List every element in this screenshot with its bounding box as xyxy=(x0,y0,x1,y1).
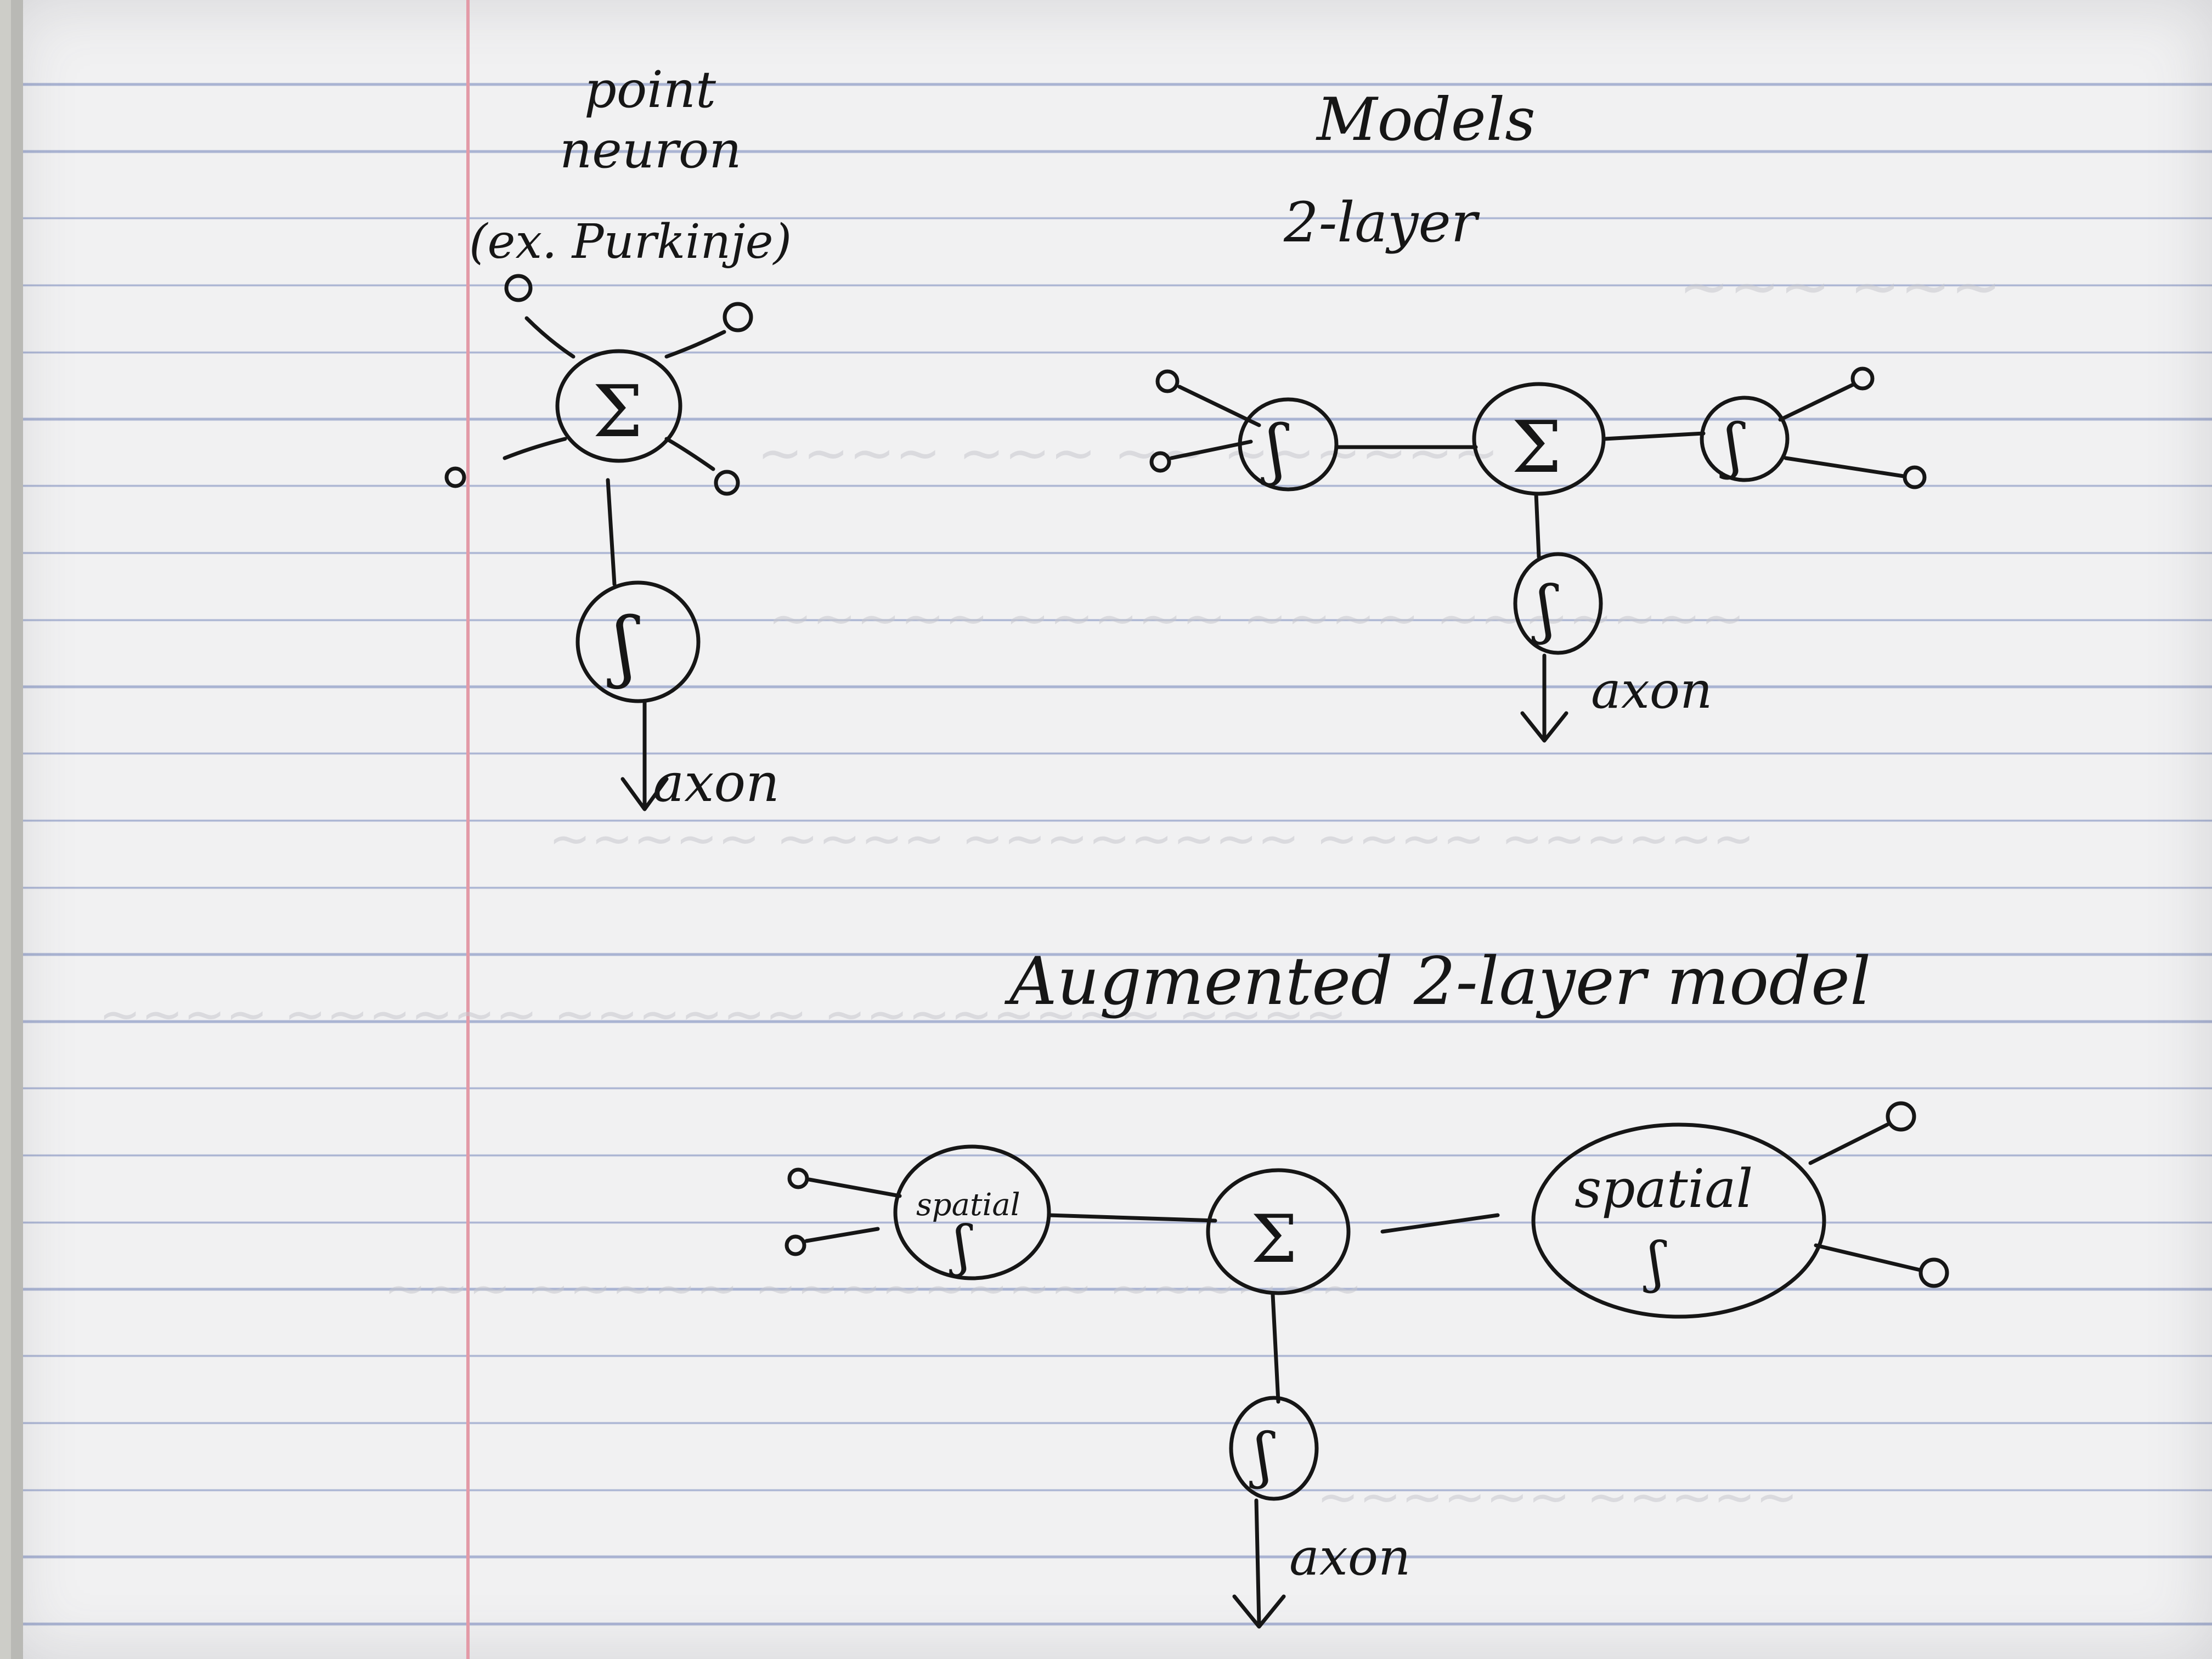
input-terminal xyxy=(723,302,753,332)
input-terminal xyxy=(1149,451,1171,473)
branch-connector xyxy=(1380,1213,1500,1234)
point-neuron-title-line2: neuron xyxy=(560,121,742,179)
two-layer-title: 2-layer xyxy=(1283,190,1480,255)
dendrite xyxy=(524,316,575,359)
dendrite xyxy=(503,437,567,460)
input-terminal xyxy=(504,274,533,302)
svg-text:~~~ ~~~~~ ~~~~~~~~ ~~~~~~: ~~~ ~~~~~ ~~~~~~~~ ~~~~~~ xyxy=(384,1259,1363,1318)
axon-stem xyxy=(1534,492,1541,559)
svg-text:~~~ ~~~: ~~~ ~~~ xyxy=(1679,251,2001,321)
soma-summation-node xyxy=(1206,1168,1351,1295)
output-nonlinearity-node xyxy=(1229,1396,1319,1501)
svg-text:~~~~~~ ~~~~~: ~~~~~~ ~~~~~ xyxy=(1317,1468,1798,1526)
axon-label: axon xyxy=(1591,661,1712,720)
input-terminal xyxy=(1903,465,1927,489)
input-terminal xyxy=(785,1234,806,1256)
models-title: Models xyxy=(1316,86,1536,154)
axon-arrowhead xyxy=(1232,1594,1286,1629)
sum-symbol: Σ xyxy=(592,370,643,453)
dendrite xyxy=(664,437,715,471)
branch-nonlinearity-node xyxy=(1238,397,1339,492)
bleed-through-marks: ~~~ ~~~ ~~~~ ~~~ ~~ ~~~~~~ ~~~~~ ~~~~~ ~… xyxy=(99,251,2001,1526)
branch-connector xyxy=(1602,431,1706,441)
branch-connector xyxy=(1047,1213,1217,1223)
output-nonlinearity-node xyxy=(575,580,701,703)
augmented-title: Augmented 2-layer model xyxy=(1004,944,1871,1020)
dendrite xyxy=(807,1177,902,1198)
point-neuron-diagram: point neuron (ex. Purkinje) Σ ʃ axon xyxy=(444,60,792,814)
point-neuron-title-line3: (ex. Purkinje) xyxy=(469,215,792,269)
input-terminal xyxy=(1918,1257,1949,1288)
dendrite xyxy=(1808,1122,1889,1165)
soma-summation-node xyxy=(555,349,682,463)
point-neuron-title-line1: point xyxy=(584,60,716,119)
output-nonlinearity-node xyxy=(1513,552,1603,655)
dendrite xyxy=(804,1227,880,1243)
axon-stem xyxy=(606,478,617,586)
nonlinearity-symbol: ʃ xyxy=(607,601,640,691)
svg-text:~~~~ ~~~ ~~ ~~~~~~: ~~~~ ~~~ ~~ ~~~~~~ xyxy=(757,421,1499,485)
svg-text:~~~~~ ~~~~~ ~~~~ ~~~~~~~: ~~~~~ ~~~~~ ~~~~ ~~~~~~~ xyxy=(768,588,1745,649)
dendrite xyxy=(1784,456,1906,478)
branch-nonlinearity-node xyxy=(1700,396,1790,482)
svg-text:~~~~~ ~~~~ ~~~~~~~~ ~~~~ ~~~~~: ~~~~~ ~~~~ ~~~~~~~~ ~~~~ ~~~~~~ xyxy=(549,809,1754,868)
page-edge xyxy=(11,0,23,1659)
spatial-node-left xyxy=(893,1144,1051,1280)
input-terminal xyxy=(1850,366,1875,391)
dendrite xyxy=(1814,1243,1922,1272)
margin-line xyxy=(466,0,470,1659)
axon xyxy=(1254,1498,1261,1626)
input-terminal xyxy=(1886,1101,1916,1132)
axon-arrowhead xyxy=(620,777,669,811)
spatial-label-left: spatial xyxy=(916,1187,1020,1223)
spatial-node-right xyxy=(1531,1122,1826,1319)
input-terminal xyxy=(1155,369,1180,393)
sum-symbol: Σ xyxy=(1251,1201,1297,1278)
dendrite xyxy=(1177,385,1261,427)
dendrite xyxy=(664,330,726,359)
spatial-label-right: spatial xyxy=(1575,1158,1753,1220)
dendrite xyxy=(1778,382,1857,422)
axon-label: axon xyxy=(1289,1528,1410,1587)
input-terminal xyxy=(787,1167,809,1189)
augmented-two-layer-diagram: Augmented 2-layer model spatial ʃ Σ spat… xyxy=(785,944,1949,1629)
branch-symbol: ʃ xyxy=(1643,1230,1667,1294)
axon-stem xyxy=(1271,1293,1280,1404)
sum-symbol: Σ xyxy=(1511,405,1562,489)
input-terminal xyxy=(444,466,466,488)
nonlinearity-symbol: ʃ xyxy=(1249,1420,1276,1490)
axon-arrowhead xyxy=(1520,711,1568,743)
dendrite xyxy=(1169,439,1253,460)
svg-text:~~~~ ~~~~~~ ~~~~~~ ~~~~~~~~ ~~: ~~~~ ~~~~~~ ~~~~~~ ~~~~~~~~ ~~~~ xyxy=(99,985,1347,1043)
branch-symbol: ʃ xyxy=(1719,410,1746,481)
two-layer-model-diagram: Models 2-layer ʃ Σ ʃ ʃ axon xyxy=(1149,86,1927,743)
input-terminal xyxy=(714,470,740,496)
axon-label: axon xyxy=(653,752,780,814)
notebook-page xyxy=(11,0,2212,1659)
